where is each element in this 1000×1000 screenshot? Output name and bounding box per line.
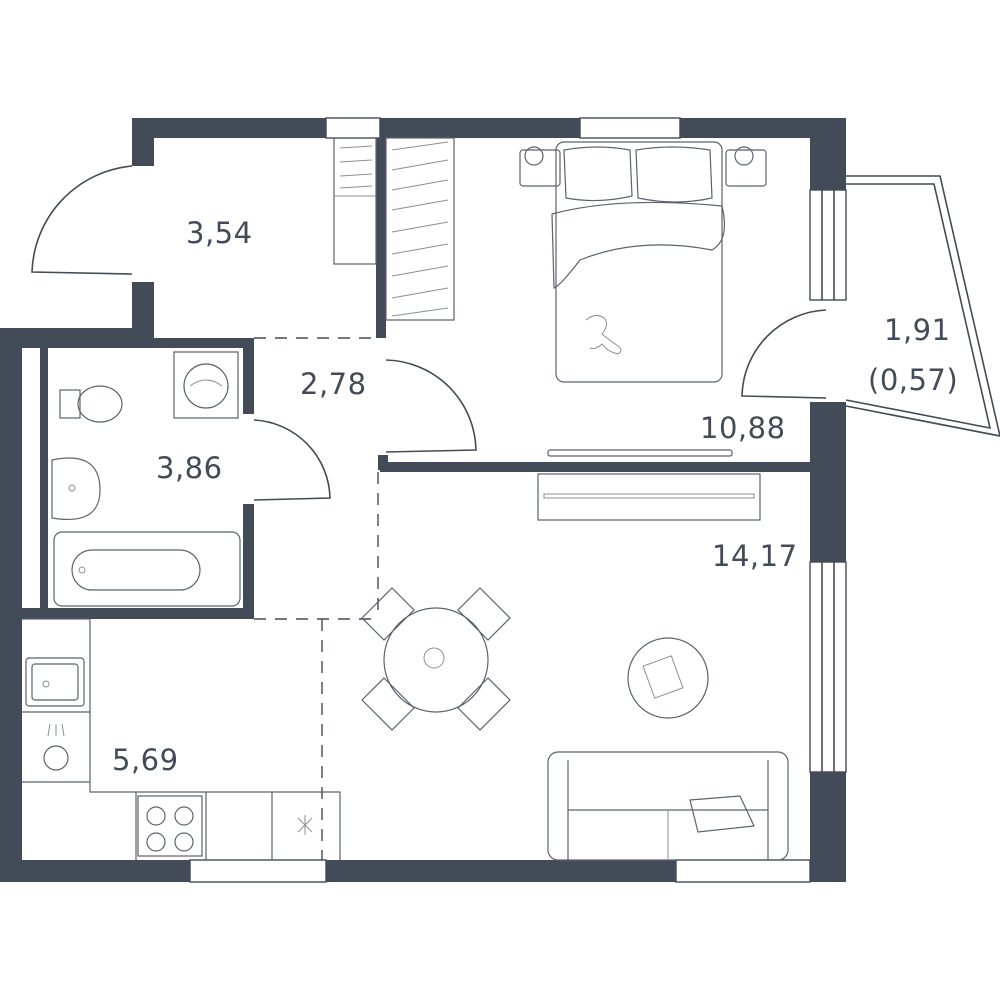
coffee-table [627,637,709,719]
wardrobe-bedroom [385,137,455,321]
bed [519,141,767,383]
corridor-area-label: 2,78 [300,367,367,401]
kitchen-counter [22,618,341,860]
zone-separators [254,337,379,860]
dining-table [361,587,511,731]
walls [0,118,846,882]
area-labels: 3,54 2,78 3,86 10,88 1,91 (0,57) 14,17 5… [112,216,958,777]
stove [137,795,203,857]
living-area-label: 14,17 [712,539,798,573]
wardrobe-hall [333,137,377,265]
balcony-outline [845,175,1000,437]
toilet [59,385,123,423]
doors [31,165,827,501]
tv-console-living [537,473,761,521]
tv-bedroom [547,449,733,457]
bathtub [53,531,241,607]
water-heater [43,723,69,771]
balcony-area-label: 1,91 [884,313,951,347]
kitchen-sink [25,657,85,707]
kitchen-area-label: 5,69 [112,743,179,777]
washing-machine [173,351,239,419]
bedroom-area-label: 10,88 [700,411,786,445]
bathroom-area-label: 3,86 [156,451,223,485]
hall-area-label: 3,54 [186,216,253,250]
sink-bathroom [51,457,101,520]
balcony-reduced-area-label: (0,57) [868,363,958,397]
fridge-mark [297,815,313,835]
sofa [547,751,789,861]
windows [189,117,847,883]
